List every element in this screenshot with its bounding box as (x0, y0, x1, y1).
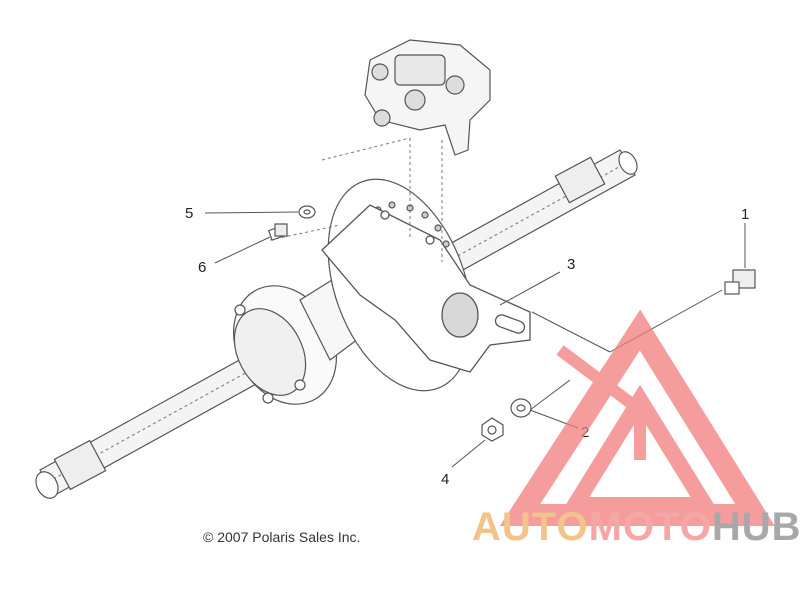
washer-5 (298, 205, 316, 219)
callout-4: 4 (441, 471, 449, 488)
callout-5: 5 (185, 205, 193, 222)
bolt-6 (267, 223, 288, 241)
watermark-logo (499, 309, 775, 526)
callout-1: 1 (741, 206, 749, 223)
brake-caliper (364, 39, 491, 156)
watermark-moto: MOTO (588, 505, 712, 549)
assembly-lines (269, 137, 443, 262)
washer-2 (510, 398, 532, 418)
callout-6: 6 (198, 259, 206, 276)
copyright-text: © 2007 Polaris Sales Inc. (203, 529, 361, 545)
bolt-1 (724, 269, 756, 295)
watermark-text: AUTOMOTOHUB (472, 505, 800, 550)
nut-4 (481, 417, 504, 442)
watermark-auto: AUTO (472, 505, 589, 549)
caliper-bracket (321, 204, 531, 373)
watermark-hub: HUB (711, 505, 800, 549)
callout-3: 3 (567, 256, 575, 273)
